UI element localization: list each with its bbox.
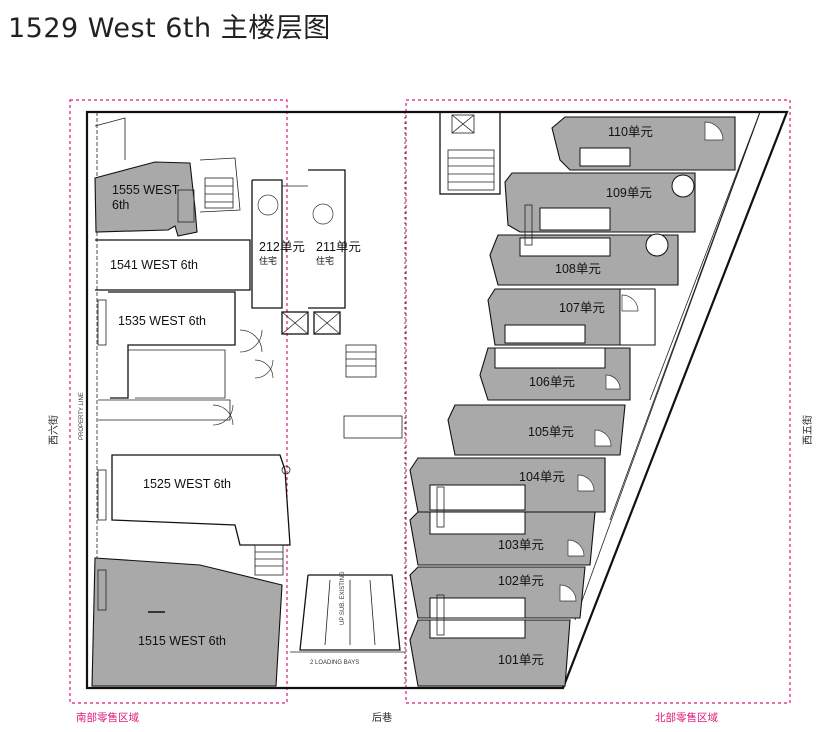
building-1515-label: 1515 WEST 6th	[138, 634, 226, 648]
service-core	[439, 111, 501, 195]
unit-104-label: 104单元	[519, 470, 565, 484]
unit-212-label: 212单元	[259, 240, 305, 254]
unit-103-label: 103单元	[498, 538, 544, 552]
stair-1555	[177, 189, 195, 223]
building-1541-label: 1541 WEST 6th	[110, 258, 198, 272]
south-retail-zone[interactable]	[69, 99, 288, 704]
unit-101-label: 101单元	[498, 653, 544, 667]
unit-106-label: 106单元	[529, 375, 575, 389]
building-outline	[85, 110, 789, 690]
building-1555-label: 1555 WEST	[112, 183, 180, 197]
south-zone-label: 南部零售区域	[76, 711, 139, 724]
lane-label: 后巷	[372, 712, 392, 724]
unit-109-label: 109单元	[606, 186, 652, 200]
property-line-label: PROPERTY LINE	[79, 392, 85, 440]
building-1515-area[interactable]	[91, 557, 283, 687]
building-1525-label: 1525 WEST 6th	[143, 477, 231, 491]
loading-ramp	[299, 574, 401, 651]
unit-212-residential: 住宅	[259, 255, 277, 266]
unit-211-residential: 住宅	[316, 255, 334, 266]
north-zone-label: 北部零售区域	[655, 711, 718, 724]
unit-102-label: 102单元	[498, 574, 544, 588]
page-title: 1529 West 6th 主楼层图	[8, 13, 331, 44]
elevator-2	[313, 311, 341, 335]
building-1525-area[interactable]	[111, 454, 291, 546]
center-stair	[345, 344, 377, 378]
north-retail-zone[interactable]	[405, 99, 791, 704]
loading-bays-label: 2 LOADING BAYS	[310, 660, 359, 666]
east-street-label: 西五街	[801, 415, 814, 445]
ramp-label: UP SUB. EXISTING	[340, 571, 346, 625]
building-1535-label: 1535 WEST 6th	[118, 314, 206, 328]
unit-211-label: 211单元	[316, 240, 361, 254]
elevator-1	[281, 311, 309, 335]
west-street-label: 西六街	[47, 415, 60, 445]
planter	[343, 415, 403, 439]
building-1555-label-2: 6th	[112, 198, 129, 212]
unit-105-area[interactable]	[447, 404, 626, 456]
unit-107-label: 107单元	[559, 301, 605, 315]
unit-105-label: 105单元	[528, 425, 574, 439]
building-1555-area[interactable]	[94, 161, 198, 237]
unit-108-label: 108单元	[555, 262, 601, 276]
unit-110-label: 110单元	[608, 125, 653, 139]
